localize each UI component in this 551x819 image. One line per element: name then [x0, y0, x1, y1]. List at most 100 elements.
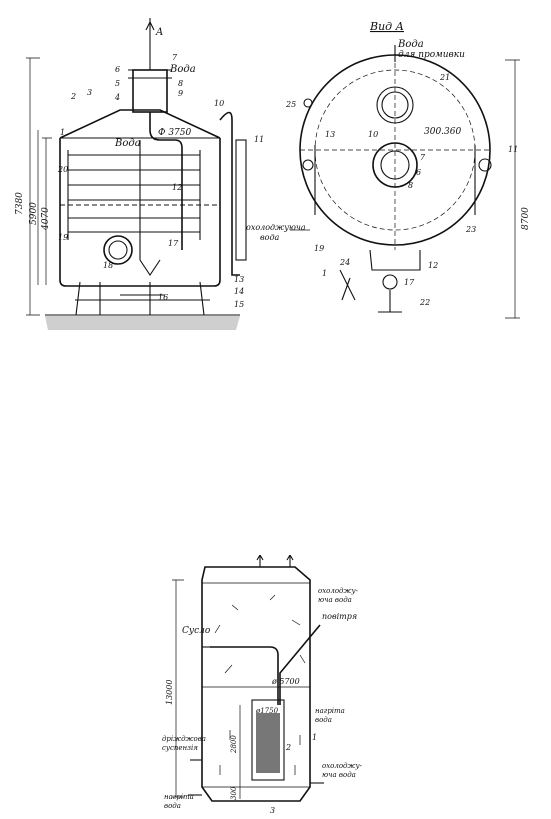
part-1: 1	[60, 128, 65, 137]
dim-body-label: 4070	[41, 207, 51, 231]
plan-part-6: 6	[416, 168, 421, 177]
fermenter-vessel	[201, 566, 311, 802]
plan-dim-inner: 300.360	[424, 127, 461, 137]
dim-diameter: ø 5700	[271, 677, 300, 686]
plan-part-21: 21	[439, 73, 450, 82]
plan-dim-right	[505, 59, 520, 319]
plan-part-11: 11	[508, 145, 518, 154]
plan-water-label: Вода	[397, 39, 424, 50]
dim-height: 13000	[165, 680, 174, 705]
plan-bottom-fitting	[369, 249, 421, 271]
plan-drain	[378, 290, 402, 313]
plan-part-17: 17	[404, 278, 415, 287]
coil-headers	[67, 150, 201, 240]
plan-part-23: 23	[465, 225, 476, 234]
air-pipe	[279, 624, 321, 705]
yeast-label-2: суспензія	[162, 744, 198, 752]
heated-water-bottom-2: вода	[164, 802, 181, 810]
plan-support	[339, 269, 356, 301]
part-13: 13	[234, 275, 244, 284]
cooling-coils	[68, 154, 200, 233]
neck-flange	[128, 69, 172, 79]
part-17: 17	[168, 239, 179, 248]
cooling-bottom-2: юча вода	[322, 771, 356, 779]
yeast-label-1: дріжджова	[162, 735, 206, 743]
dim-bottom-gap: 300	[230, 786, 238, 800]
plan-axes	[300, 55, 490, 250]
part-2: 2	[70, 92, 76, 101]
draft-tube	[251, 699, 285, 781]
air-label: повітря	[322, 612, 357, 621]
part-num-2: 2	[285, 743, 291, 752]
level-gauge	[235, 139, 247, 261]
part-12: 12	[172, 183, 182, 192]
part-9: 9	[178, 89, 183, 98]
plan-centre-inner	[380, 150, 410, 180]
plan-valve-left	[302, 159, 314, 171]
plan-pump	[382, 274, 398, 290]
plan-part-12: 12	[428, 261, 438, 270]
cooling-bottom-1: охолоджу-	[322, 762, 363, 770]
wort-label: Сусло	[182, 626, 211, 636]
part-num-3: 3	[270, 806, 275, 815]
manhole-inner	[108, 240, 128, 260]
coil-circle	[314, 69, 476, 231]
vessel-roof	[59, 109, 221, 139]
side-view: A 7380 5900 4070 Вода Вода Ф 3750 1 2 3 …	[15, 18, 264, 330]
part-4: 4	[114, 93, 120, 102]
diameter-label: Ф 3750	[158, 128, 192, 138]
plan-manhole-inner	[381, 91, 409, 119]
dim-inner-diameter: ø1750	[255, 707, 279, 715]
part-8: 8	[178, 79, 183, 88]
plan-part-22: 22	[419, 298, 430, 307]
heat-exchanger	[256, 713, 280, 773]
internal-pipe	[149, 112, 183, 250]
part-19: 19	[58, 233, 68, 242]
heated-water-top-2: вода	[315, 716, 332, 724]
dim-inner-height: 2800	[230, 735, 238, 754]
plan-valve-right	[478, 158, 492, 172]
plan-cooling-label-2: вода	[260, 233, 280, 242]
plan-part-7: 7	[420, 153, 426, 162]
part-num-1: 1	[312, 733, 317, 742]
vessel-neck	[132, 69, 168, 113]
part-20: 20	[57, 165, 68, 174]
part-7: 7	[172, 53, 178, 62]
cooling-top-2: юча вода	[318, 596, 352, 604]
part-3: 3	[87, 88, 92, 97]
part-11: 11	[254, 135, 264, 144]
wort-pipe	[210, 646, 279, 705]
part-15: 15	[234, 300, 244, 309]
part-18: 18	[103, 261, 113, 270]
plan-view: Вид А Вода для промивки 8700 300.360 охо…	[246, 20, 531, 319]
water-label-mid: Вода	[114, 138, 141, 149]
plan-part-13: 13	[325, 130, 335, 139]
plan-side-pipes	[314, 145, 476, 215]
part-14: 14	[234, 287, 244, 296]
fermenter-scheme: 13000 ø1750 Сусло повітря ø 5700 2800 30…	[160, 553, 380, 815]
plan-valve-25	[303, 98, 313, 108]
plan-title: Вид А	[369, 20, 404, 33]
vessel-seams	[202, 582, 310, 788]
part-16: 16	[158, 293, 168, 302]
plan-dim-right-label: 8700	[521, 207, 531, 230]
plan-part-19: 19	[314, 244, 324, 253]
arrow-a	[145, 20, 155, 31]
plan-centre-ring	[372, 142, 418, 188]
dim-total-label: 7380	[15, 192, 25, 215]
flow-arrows	[214, 594, 306, 775]
water-label-top: Вода	[169, 64, 196, 75]
plan-part-25: 25	[285, 100, 296, 109]
dim-total	[26, 57, 40, 316]
support-legs	[75, 281, 210, 316]
plan-part-1: 1	[322, 269, 327, 278]
apparatus-svg-top: A 7380 5900 4070 Вода Вода Ф 3750 1 2 3 …	[15, 18, 531, 330]
arrow-a-label: A	[155, 27, 163, 38]
plan-part-10: 10	[368, 130, 378, 139]
part-6: 6	[115, 65, 120, 74]
bottom-cone	[139, 259, 161, 276]
plan-cooling-label-1: охолоджуюча	[246, 223, 306, 232]
dim-body	[42, 137, 52, 285]
apparatus-drawing-top: A 7380 5900 4070 Вода Вода Ф 3750 1 2 3 …	[0, 0, 551, 340]
heated-water-bottom-1: нагріта	[164, 793, 194, 801]
